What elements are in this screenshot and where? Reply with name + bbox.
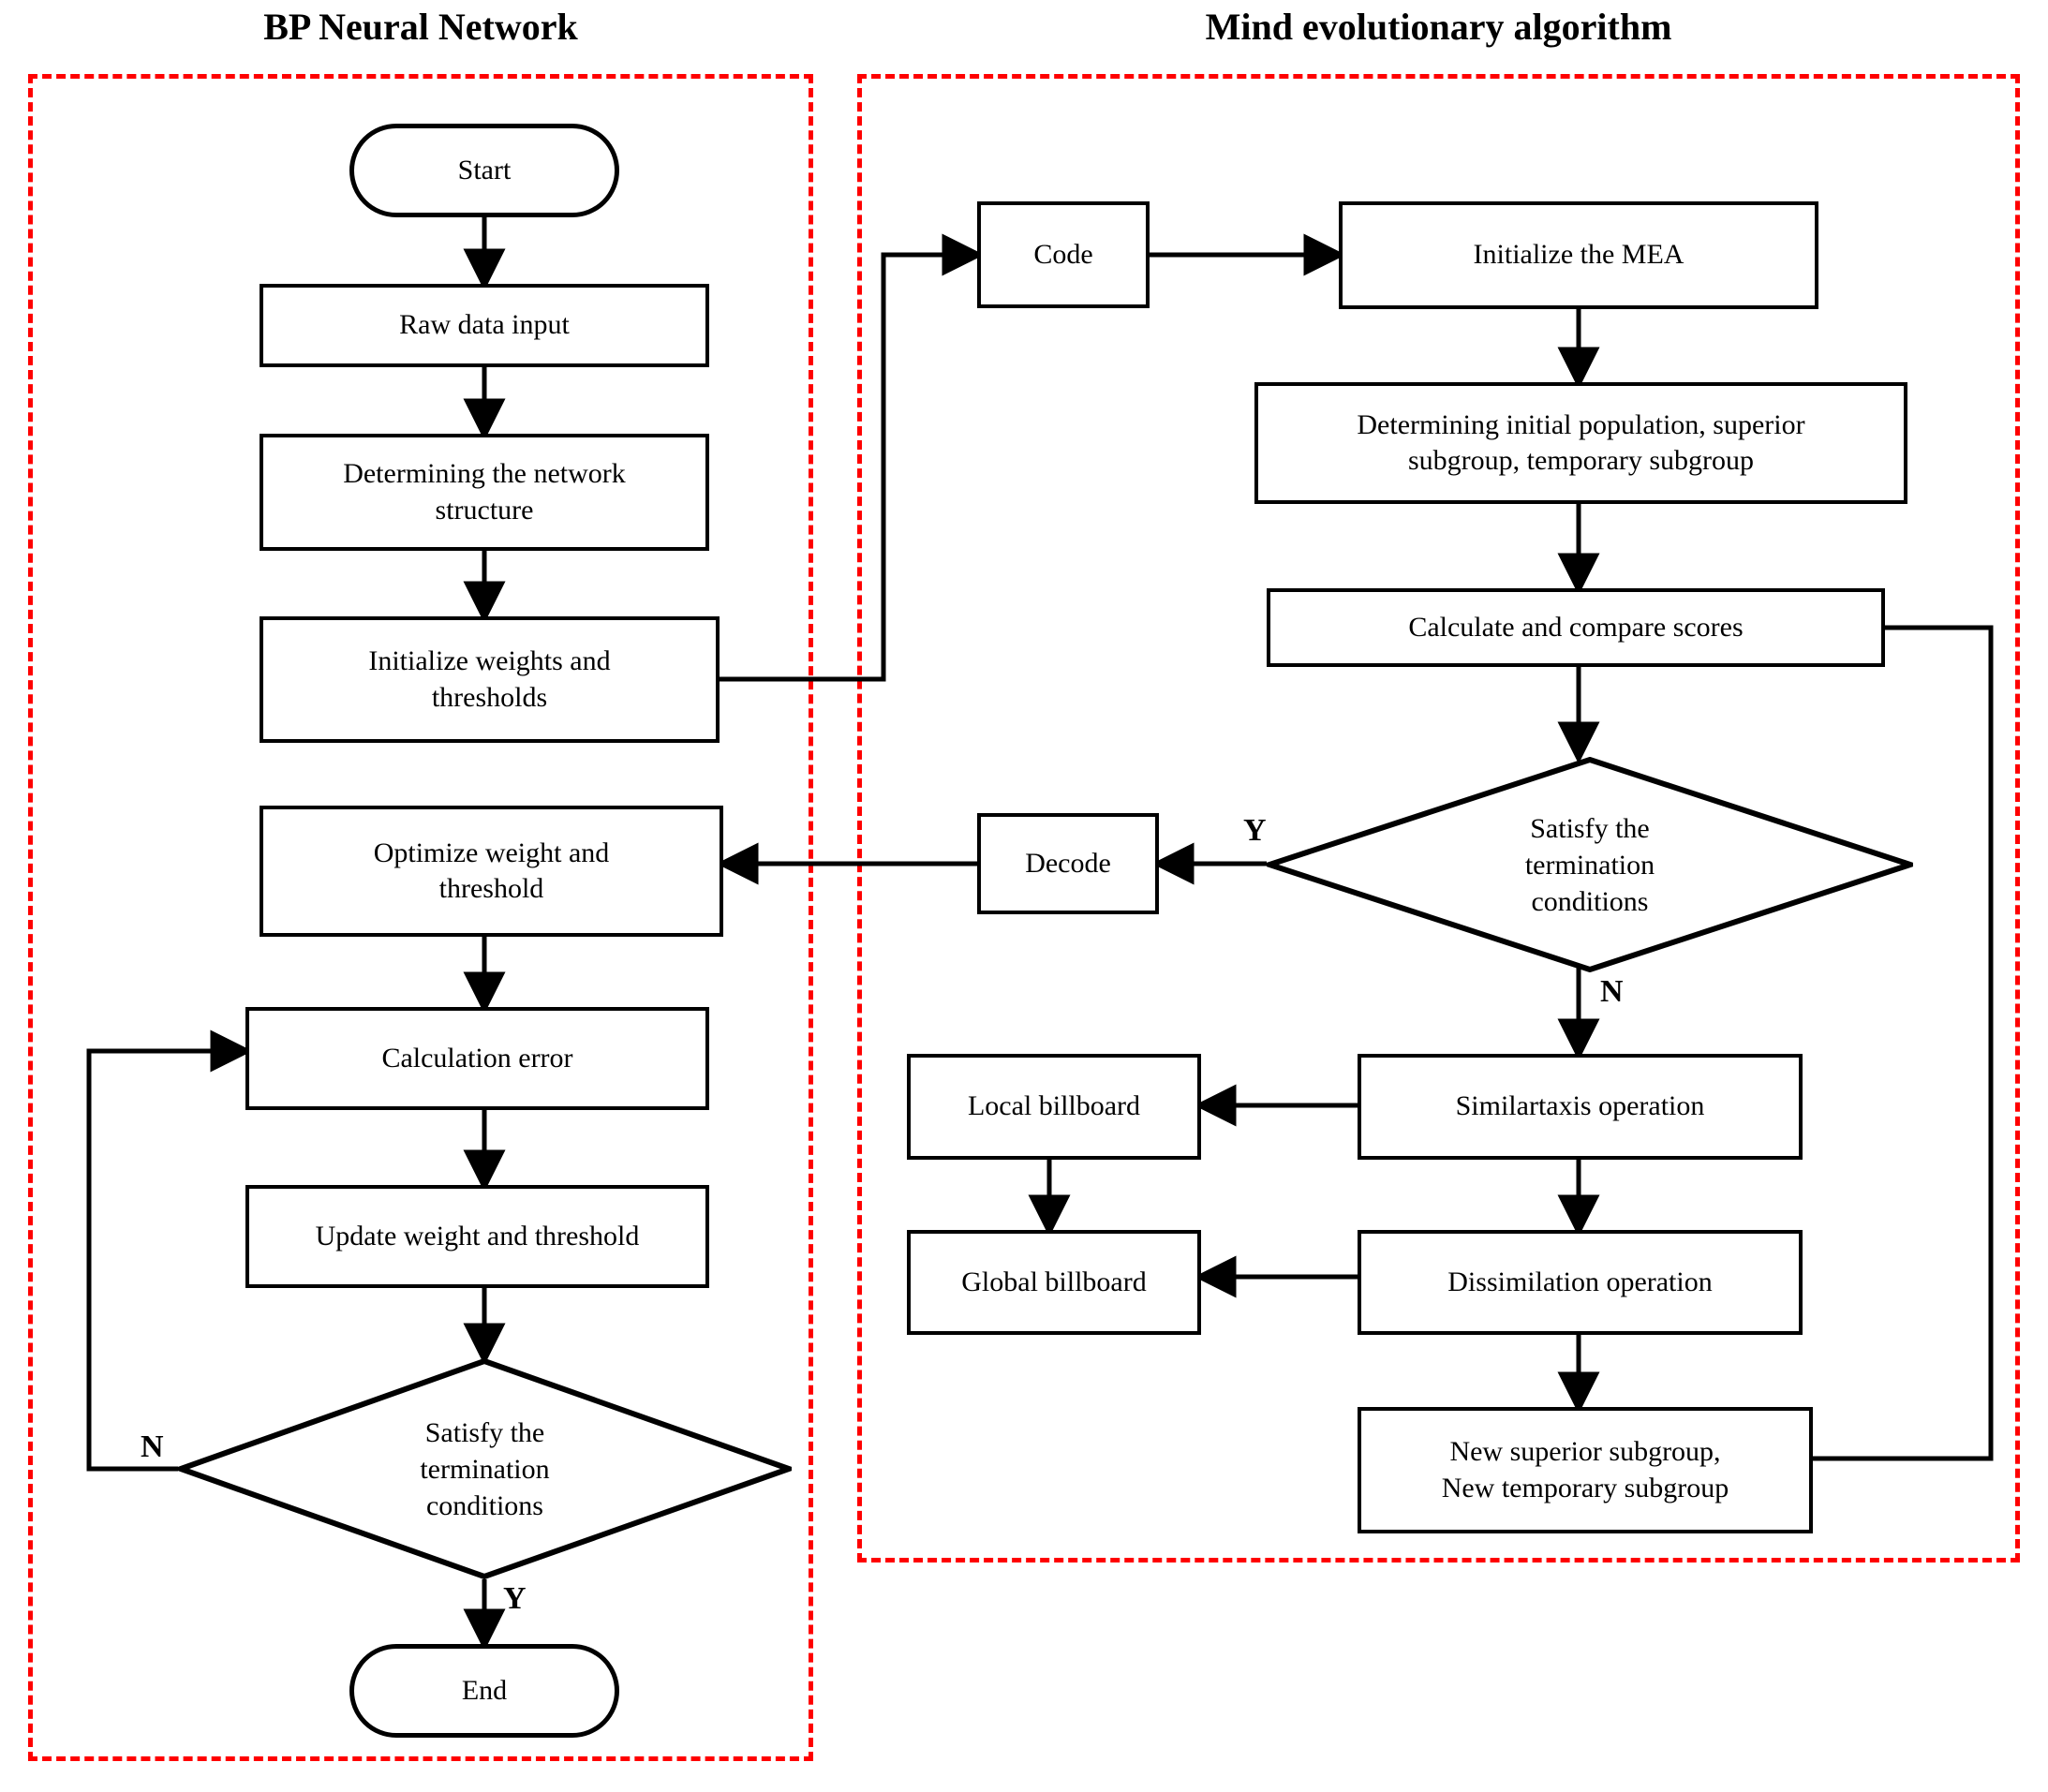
node-similartaxis-operation[interactable]: Similartaxis operation	[1358, 1054, 1803, 1160]
node-new-subgroups[interactable]: New superior subgroup, New temporary sub…	[1358, 1407, 1813, 1533]
edge-init-to-code	[720, 233, 985, 682]
node-start[interactable]: Start	[349, 124, 619, 217]
left-panel-title: BP Neural Network	[263, 6, 578, 48]
node-end[interactable]: End	[349, 1644, 619, 1738]
edge-label-left-no: N	[141, 1429, 164, 1464]
node-raw-data-input[interactable]: Raw data input	[260, 284, 709, 367]
node-update-weight-threshold[interactable]: Update weight and threshold	[245, 1185, 709, 1288]
node-initialize-mea[interactable]: Initialize the MEA	[1339, 201, 1818, 309]
node-determining-network-structure[interactable]: Determining the network structure	[260, 434, 709, 551]
node-calculation-error[interactable]: Calculation error	[245, 1007, 709, 1110]
node-satisfy-termination-left[interactable]: Satisfy the termination conditions	[178, 1358, 792, 1579]
node-optimize-weight-threshold[interactable]: Optimize weight and threshold	[260, 806, 723, 937]
edge-label-right-yes: Y	[1243, 813, 1267, 848]
edge-newsubgroups-to-calc	[1813, 606, 1994, 1461]
node-calculate-compare-scores[interactable]: Calculate and compare scores	[1267, 588, 1885, 667]
diamond-shape-right	[1267, 757, 1913, 972]
node-initialize-weights-thresholds[interactable]: Initialize weights and thresholds	[260, 616, 720, 743]
node-decode[interactable]: Decode	[977, 813, 1159, 914]
node-dissimilation-operation[interactable]: Dissimilation operation	[1358, 1230, 1803, 1335]
node-determining-initial-population[interactable]: Determining initial population, superior…	[1254, 382, 1907, 504]
diamond-shape-left	[178, 1358, 792, 1579]
edge-label-left-yes: Y	[503, 1581, 527, 1616]
edge-label-right-no: N	[1600, 974, 1624, 1009]
node-code[interactable]: Code	[977, 201, 1150, 308]
right-panel-title: Mind evolutionary algorithm	[1205, 6, 1672, 48]
node-global-billboard[interactable]: Global billboard	[907, 1230, 1201, 1335]
node-local-billboard[interactable]: Local billboard	[907, 1054, 1201, 1160]
node-satisfy-termination-right[interactable]: Satisfy the termination conditions	[1267, 757, 1913, 972]
